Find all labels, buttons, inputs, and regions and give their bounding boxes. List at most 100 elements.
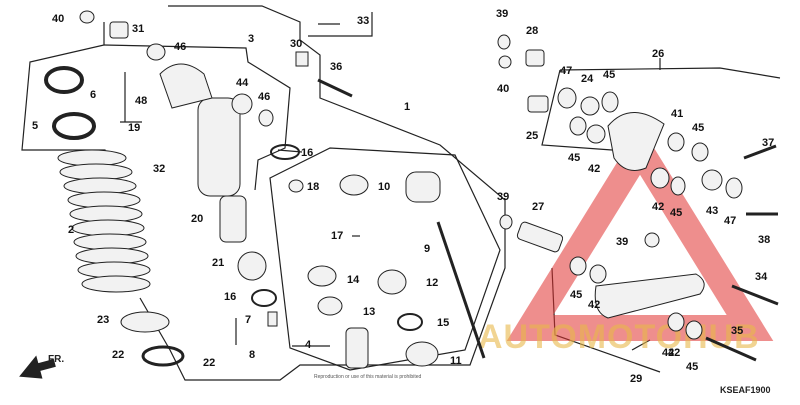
part-shapes	[44, 10, 779, 369]
linkage-outline-left	[541, 69, 613, 151]
bolt-7	[267, 311, 278, 327]
spring-coil	[57, 149, 151, 293]
callout-c26: 26	[652, 48, 664, 60]
callout-c4: 4	[305, 339, 312, 351]
collar-41	[667, 132, 685, 152]
callout-c42b: 42	[652, 201, 664, 213]
callout-c6: 6	[90, 89, 96, 101]
cushion-arm-26	[607, 112, 665, 171]
callout-c35: 35	[731, 325, 743, 337]
callout-c31: 31	[132, 23, 144, 35]
callout-c3: 3	[248, 33, 254, 45]
callout-c9: 9	[424, 243, 430, 255]
seal-45d	[670, 176, 686, 196]
bearing-42c	[589, 264, 607, 284]
collar-25	[527, 95, 549, 113]
callout-c45e: 45	[570, 289, 582, 301]
diagram-code: KSEAF1900	[720, 385, 771, 395]
nut-39b	[499, 214, 513, 230]
callout-c30: 30	[290, 38, 302, 50]
callout-c10: 10	[378, 181, 390, 193]
callout-c5: 5	[32, 120, 38, 132]
seal-45e	[569, 256, 587, 276]
bolt-35	[705, 336, 757, 362]
nut-ring-5	[52, 112, 96, 140]
callout-c34: 34	[755, 271, 768, 283]
nut-ring-6	[44, 66, 84, 94]
cap-31	[109, 21, 129, 39]
seal-46	[258, 109, 274, 127]
cap-11	[405, 341, 439, 367]
nut-40b	[498, 55, 512, 69]
callout-c28: 28	[526, 25, 538, 37]
callout-c22b: 22	[203, 357, 215, 369]
callout-c46a: 46	[174, 41, 186, 53]
label-33-bracket	[308, 12, 373, 37]
spring-seat-14	[307, 265, 337, 287]
callout-c44: 44	[236, 77, 249, 89]
callout-c17: 17	[331, 230, 343, 242]
callout-c8: 8	[249, 349, 255, 361]
shock-body-outline	[103, 44, 291, 191]
callout-c14: 14	[347, 274, 360, 286]
assembly-outlines	[21, 5, 781, 381]
callout-c29: 29	[630, 373, 642, 385]
callout-c43: 43	[706, 205, 718, 217]
callout-c39b: 39	[497, 191, 509, 203]
callout-c27: 27	[532, 201, 544, 213]
callout-c2: 2	[68, 224, 74, 236]
bolt-34	[731, 284, 779, 306]
valve-12	[377, 269, 407, 295]
seal-45f	[685, 320, 703, 340]
oring-15	[397, 313, 423, 331]
bearing-47	[557, 87, 577, 109]
bush-30	[295, 51, 309, 67]
bladder-10	[405, 171, 441, 203]
callout-c15: 15	[437, 317, 449, 329]
collar-24	[580, 96, 600, 116]
callout-c25: 25	[526, 130, 538, 142]
collar-28	[525, 49, 545, 67]
callout-c42e: 42	[662, 347, 674, 359]
callout-c37: 37	[762, 137, 774, 149]
bearing-42b	[650, 167, 670, 189]
callout-c46b: 46	[258, 91, 270, 103]
callout-c45a: 45	[603, 69, 615, 81]
callout-c16b: 16	[224, 291, 236, 303]
callout-c18: 18	[307, 181, 319, 193]
callout-c42d: 42	[668, 347, 680, 359]
callout-c40a: 40	[52, 13, 64, 25]
callout-c42c: 42	[588, 299, 600, 311]
callout-c47a: 47	[560, 65, 572, 77]
bearing-47b	[725, 177, 743, 199]
callout-c7: 7	[245, 314, 251, 326]
nut-18	[288, 179, 304, 193]
washer-46	[146, 43, 166, 61]
callout-c48: 48	[135, 95, 147, 107]
callout-c16a: 16	[301, 147, 313, 159]
callout-c39a: 39	[496, 8, 508, 20]
callout-c36: 36	[330, 61, 342, 73]
seat-23	[120, 311, 170, 333]
bump-rubber-20	[219, 195, 247, 243]
callout-c45c: 45	[568, 152, 580, 164]
watermark-triangle	[506, 125, 774, 341]
callout-c47b: 47	[724, 215, 736, 227]
callout-c24: 24	[581, 73, 594, 85]
callout-c22a: 22	[112, 349, 124, 361]
watermark: AUTOMOTOHUB	[478, 125, 774, 356]
seal-45c	[691, 142, 709, 162]
bolt-37	[743, 144, 777, 160]
callout-c32: 32	[153, 163, 165, 175]
bearing-44	[231, 93, 253, 115]
rod-9	[436, 221, 486, 359]
callout-c20: 20	[191, 213, 203, 225]
front-arrow-label: FR.	[48, 354, 64, 365]
shock-body	[197, 97, 241, 197]
seal-45	[601, 91, 619, 113]
bearing-42	[586, 124, 606, 144]
piston-13	[317, 296, 343, 316]
